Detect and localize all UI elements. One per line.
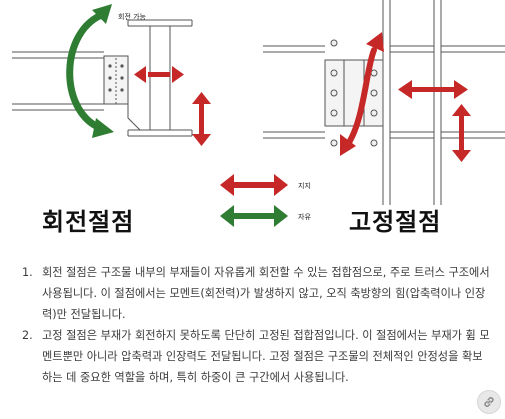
note-item: 1. 회전 절점은 구조물 내부의 부재들이 자유롭게 회전할 수 있는 접합점… [22, 262, 492, 325]
legend-support-label: 지지 [298, 181, 311, 190]
note-number: 2. [22, 329, 33, 342]
fixed-rotation-arrow-icon [340, 32, 384, 156]
left-horizontal-arrow-icon [134, 66, 184, 83]
notes-list: 1. 회전 절점은 구조물 내부의 부재들이 자유롭게 회전할 수 있는 접합점… [22, 262, 492, 388]
rotation-label: 회전 가능 [118, 12, 147, 21]
rotation-arrow-icon [66, 4, 114, 138]
legend-support-arrow-icon [220, 174, 288, 196]
fixed-joint-title: 고정절점 [349, 208, 441, 236]
joint-diagram: 회전 가능 [12, 0, 505, 236]
legend-free-label: 자유 [298, 212, 311, 221]
note-text: 회전 절점은 구조물 내부의 부재들이 자유롭게 회전할 수 있는 접합점으로,… [42, 266, 490, 321]
pinned-joint-drawing [12, 19, 193, 137]
link-button[interactable] [477, 390, 501, 414]
legend-free-arrow-icon [220, 205, 288, 227]
pinned-joint-bolts [108, 64, 124, 92]
right-vertical-arrow-icon [452, 104, 471, 162]
left-vertical-arrow-icon [192, 92, 211, 146]
fixed-joint-drawing [263, 0, 505, 205]
note-text: 고정 절점은 부재가 회전하지 못하도록 단단히 고정된 접합점입니다. 이 절… [42, 329, 490, 384]
note-item: 2. 고정 절점은 부재가 회전하지 못하도록 단단히 고정된 접합점입니다. … [22, 325, 492, 388]
note-number: 1. [22, 266, 33, 279]
link-icon [484, 397, 494, 407]
pinned-joint-title: 회전절점 [42, 208, 134, 236]
right-horizontal-arrow-icon [398, 80, 468, 99]
